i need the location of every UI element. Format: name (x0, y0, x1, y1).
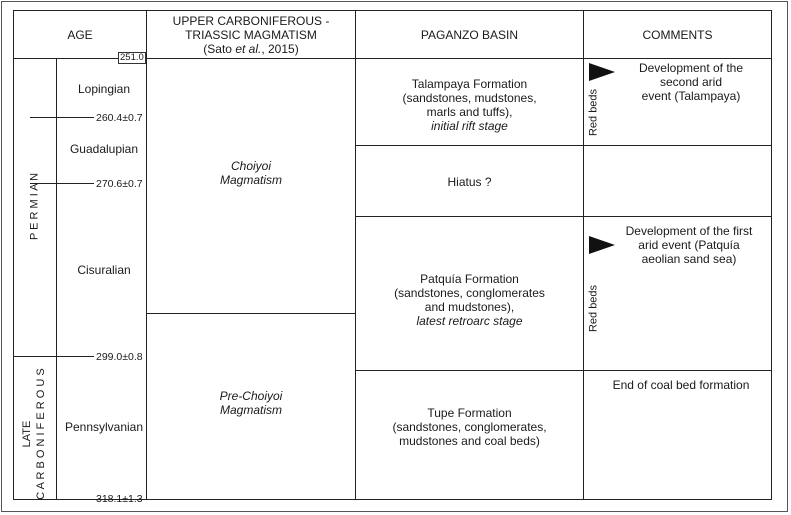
talampaya-line1: Talampaya Formation (411, 77, 528, 91)
second-arid-line3: event (Talampaya) (641, 89, 741, 103)
header-comments: COMMENTS (642, 28, 713, 42)
second-arid-event: Development of the second arid event (Ta… (616, 61, 766, 103)
patquia-formation: Patquía Formation (sandstones, conglomer… (355, 272, 584, 328)
age-label-299: 299.0±0.8 (96, 351, 143, 363)
age-label-270: 270.6±0.7 (96, 178, 143, 190)
first-arid-line1: Development of the first (625, 224, 753, 238)
comment-tupe-cell (583, 370, 772, 500)
patquia-line3: and mudstones), (424, 300, 515, 314)
header-age: AGE (67, 28, 93, 42)
red-beds-label-upper: Red beds (587, 88, 600, 137)
age-label-318: 318.1±1.3 (96, 493, 143, 505)
talampaya-stage: initial rift stage (431, 119, 508, 133)
prechoiyoi-line2: Magmatism (219, 403, 282, 417)
epoch-cisuralian: Cisuralian (77, 263, 131, 277)
choiyoi-line2: Magmatism (219, 173, 282, 187)
age-line-260 (30, 117, 94, 118)
period-permian: P E R M I A N (28, 172, 41, 241)
second-arid-line2: second arid (659, 75, 723, 89)
late-carb-line2: C A R B O N I F E R O U S (35, 368, 47, 500)
tupe-line3: mudstones and coal beds) (399, 434, 540, 448)
tupe-line2: (sandstones, conglomerates, (392, 420, 547, 434)
arid-event-arrow-talampaya (589, 63, 615, 81)
red-beds-label-lower: Red beds (587, 284, 600, 333)
comment-hiatus-cell (583, 145, 772, 217)
first-arid-event: Development of the first arid event (Pat… (609, 224, 769, 266)
second-arid-line1: Development of the (638, 61, 744, 75)
coal-bed-end: End of coal bed formation (612, 378, 750, 392)
talampaya-line3: marls and tuffs), (426, 105, 513, 119)
choiyoi-line1: Choiyoi (230, 159, 272, 173)
late-carb-line1: LATE (21, 420, 33, 448)
epoch-lopingian: Lopingian (77, 82, 131, 96)
patquia-stage: latest retroarc stage (416, 314, 523, 328)
epoch-pennsylvanian: Pennsylvanian (64, 420, 144, 434)
talampaya-formation: Talampaya Formation (sandstones, mudston… (355, 77, 584, 133)
choiyoi-magmatism: Choiyoi Magmatism (146, 159, 356, 187)
prechoiyoi-magmatism: Pre-Choiyoi Magmatism (146, 389, 356, 417)
age-label-251: 251.0 (118, 52, 146, 64)
header-magmatism-line1: UPPER CARBONIFEROUS - (172, 14, 330, 28)
period-late-carboniferous: LATE C A R B O N I F E R O U S (20, 364, 50, 504)
talampaya-line2: (sandstones, mudstones, (402, 91, 537, 105)
header-magmatism-reference: (Sato et al., 2015) (203, 42, 299, 56)
patquia-line2: (sandstones, conglomerates (394, 286, 545, 300)
header-magmatism-line2: TRIASSIC MAGMATISM (185, 28, 317, 42)
patquia-line1: Patquía Formation (420, 272, 519, 286)
prechoiyoi-line1: Pre-Choiyoi (219, 389, 283, 403)
hiatus: Hiatus ? (447, 175, 492, 189)
epoch-guadalupian: Guadalupian (69, 142, 139, 156)
tupe-formation: Tupe Formation (sandstones, conglomerate… (355, 406, 584, 448)
age-line-270 (30, 183, 94, 184)
age-line-299 (13, 356, 94, 357)
header-magmatism: UPPER CARBONIFEROUS - TRIASSIC MAGMATISM… (146, 14, 356, 56)
first-arid-line3: aeolian sand sea) (641, 252, 737, 266)
arid-event-arrow-patquia (589, 236, 615, 254)
header-basin: PAGANZO BASIN (420, 28, 519, 42)
tupe-line1: Tupe Formation (427, 406, 512, 420)
age-label-260: 260.4±0.7 (96, 112, 143, 124)
first-arid-line2: arid event (Patquía (638, 238, 740, 252)
